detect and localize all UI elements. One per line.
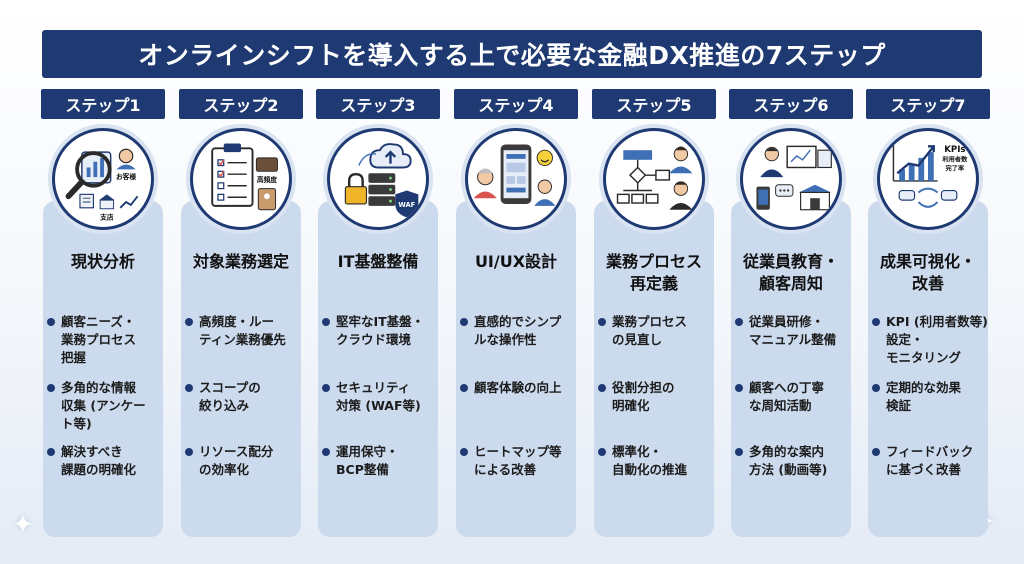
step-3: ステップ3 WAF IT基盤整備 堅牢なIT基盤・クラウド環境 セキュリティ対策… — [316, 89, 440, 539]
step-title: 業務プロセス再定義 — [605, 252, 702, 293]
step-6: ステップ6 従業員教育・顧客周知 従業員研修・マニュアル整備 顧客への丁 — [729, 89, 853, 539]
bullet-item: 解決すべき課題の明確化 — [45, 443, 163, 479]
training-store-icon — [740, 128, 842, 230]
bullet-item: 直感的でシンプルな操作性 — [458, 313, 576, 349]
kpi-growth-chart-icon: KPIs 利用者数 完了率 — [877, 128, 979, 230]
bullet-item: 顧客への丁寧な周知活動 — [733, 379, 851, 415]
icon-label-users: 利用者数 — [941, 156, 968, 164]
bullet-item: 顧客ニーズ・業務プロセス把握 — [45, 313, 163, 367]
smartphone-users-icon — [465, 128, 567, 230]
bullet-item: 高頻度・ルーティン業務優先 — [183, 313, 301, 349]
bullet-item: 堅牢なIT基盤・クラウド環境 — [320, 313, 438, 349]
step-label: ステップ5 — [592, 89, 716, 119]
icon-label-waf: WAF — [398, 201, 415, 209]
bullet-item: 従業員研修・マニュアル整備 — [733, 313, 851, 349]
step-4: ステップ4 UI/UX設計 直感的でシンプルな操作性 顧客体験の向上 — [454, 89, 578, 539]
icon-label-completion: 完了率 — [946, 164, 965, 172]
bullet-item: リソース配分の効率化 — [183, 443, 301, 479]
step-title: IT基盤整備 — [337, 252, 419, 271]
bullet-item: セキュリティ対策 (WAF等) — [320, 379, 438, 415]
step-card — [456, 201, 576, 537]
cloud-server-lock-icon: WAF — [327, 128, 429, 230]
bullet-item: 運用保守・BCP整備 — [320, 443, 438, 479]
bullet-item: 標準化・自動化の推進 — [596, 443, 714, 479]
step-label: ステップ1 — [41, 89, 165, 119]
sparkle-left-icon: ✦ — [12, 510, 34, 540]
step-card — [318, 201, 438, 537]
bullet-item: フィードバックに基づく改善 — [870, 443, 988, 479]
icon-label-kpis: KPIs — [944, 145, 965, 155]
bullet-item: 役割分担の明確化 — [596, 379, 714, 415]
step-card — [181, 201, 301, 537]
bullet-item: KPI (利用者数等)設定・モニタリング — [870, 313, 988, 367]
clipboard-checklist-icon: 高頻度 — [190, 128, 292, 230]
page-title: オンラインシフトを導入する上で必要な金融DX推進の7ステップ — [42, 30, 982, 78]
step-title: 現状分析 — [70, 252, 135, 271]
magnifier-chart-icon: お客様 支店 — [52, 128, 154, 230]
bullet-item: ヒートマップ等による改善 — [458, 443, 576, 479]
bullet-item: 多角的な案内方法 (動画等) — [733, 443, 851, 479]
bullet-item: 顧客体験の向上 — [458, 379, 576, 397]
step-7: ステップ7 KPIs 利用者数 完了率 成果可視化・改善 KPI (利用者数等)… — [866, 89, 990, 539]
step-1: ステップ1 お客様 支店 現状分析 顧客ニーズ・業務プロセス把握 — [41, 89, 165, 539]
step-title: 従業員教育・顧客周知 — [742, 252, 839, 293]
flowchart-people-icon — [603, 128, 705, 230]
step-label: ステップ2 — [179, 89, 303, 119]
step-5: ステップ5 業務プロセス再定義 業務プロセスの見直し 役割 — [592, 89, 716, 539]
step-title: UI/UX設計 — [474, 252, 558, 271]
step-2: ステップ2 高頻度 対象業務選定 高頻度・ルーティン業務優先 — [179, 89, 303, 539]
step-label: ステップ3 — [316, 89, 440, 119]
icon-label-branch: 支店 — [99, 212, 114, 221]
step-label: ステップ7 — [866, 89, 990, 119]
bullet-item: 業務プロセスの見直し — [596, 313, 714, 349]
icon-label-customer: お客様 — [116, 172, 136, 181]
step-label: ステップ6 — [729, 89, 853, 119]
step-label: ステップ4 — [454, 89, 578, 119]
bullet-item: 多角的な情報収集 (アンケート等) — [45, 379, 163, 433]
step-card — [731, 201, 851, 537]
step-card — [594, 201, 714, 537]
step-card — [43, 201, 163, 537]
step-title: 対象業務選定 — [192, 252, 289, 271]
icon-label-frequency: 高頻度 — [257, 175, 277, 184]
step-card — [868, 201, 988, 537]
bullet-item: スコープの絞り込み — [183, 379, 301, 415]
step-title: 成果可視化・改善 — [879, 252, 976, 293]
bullet-item: 定期的な効果検証 — [870, 379, 988, 415]
